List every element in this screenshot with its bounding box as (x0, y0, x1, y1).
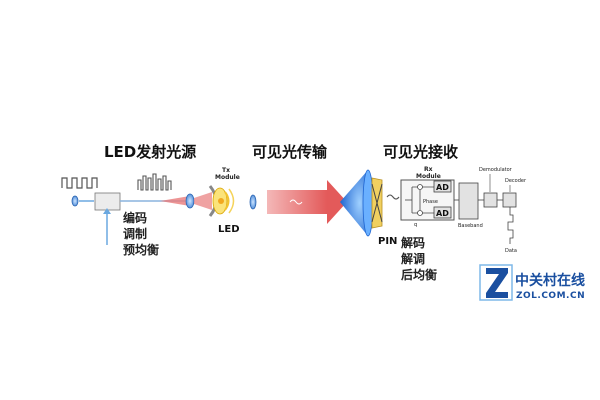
decoder-label: Decoder (505, 178, 527, 184)
phase-label: Phase (423, 199, 438, 205)
rx-module-circuit (405, 184, 434, 216)
rx-step-demodulate: 解调 (401, 251, 425, 266)
data-output-wave (507, 207, 514, 244)
pin-label: PIN (378, 236, 397, 247)
tx-step-pre-equalize: 预均衡 (123, 242, 159, 257)
tx-processing-box (94, 192, 121, 211)
ad-top-label: AD (436, 183, 449, 192)
baseband-box (458, 182, 479, 220)
zol-watermark: 中关村在线 ZOL.COM.CN (479, 264, 585, 301)
demodulator-box (483, 192, 498, 208)
q-label: q (414, 222, 417, 228)
modulated-signal (137, 173, 172, 191)
ad-converter-bottom (433, 206, 452, 219)
zol-logo-icon (479, 264, 513, 301)
tx-module-label-2: Module (215, 174, 240, 181)
rx-step-decode: 解码 (401, 235, 425, 250)
watermark-site: ZOL.COM.CN (516, 291, 585, 301)
rx-module-label-2: Module (416, 173, 441, 180)
transmission-beam (267, 180, 347, 224)
rx-step-post-equalize: 后均衡 (401, 267, 437, 282)
collimator-lens (249, 194, 257, 210)
demodulator-label: Demodulator (479, 167, 513, 173)
input-lens (71, 195, 79, 207)
watermark-name: 中关村在线 (515, 272, 585, 289)
baseband-label: Baseband (458, 223, 483, 229)
data-label: Data (505, 248, 517, 254)
received-signal-icon (386, 194, 400, 200)
pin-photodiode (371, 177, 383, 229)
rx-module-label-1: Rx (424, 166, 433, 173)
section-reception-title: 可见光接收 (383, 143, 458, 161)
tx-control-arrow (103, 208, 111, 214)
tx-beam-focus (194, 192, 212, 210)
section-transmission-title: 可见光传输 (252, 143, 328, 161)
section-led-source-title: LED发射光源 (104, 143, 196, 161)
decoder-box (502, 192, 517, 208)
tx-beam-cone (160, 196, 190, 206)
tx-step-modulate: 调制 (123, 226, 147, 241)
receiver-concentrator (340, 169, 374, 237)
tx-module-label-1: Tx (222, 167, 230, 174)
led-label: LED (218, 224, 240, 235)
ad-bottom-label: AD (436, 209, 449, 218)
tx-lens (185, 193, 195, 209)
tx-step-encode: 编码 (122, 210, 147, 225)
ad-converter-top (433, 180, 452, 193)
led-emitter (208, 185, 235, 217)
square-wave-input (61, 177, 98, 189)
